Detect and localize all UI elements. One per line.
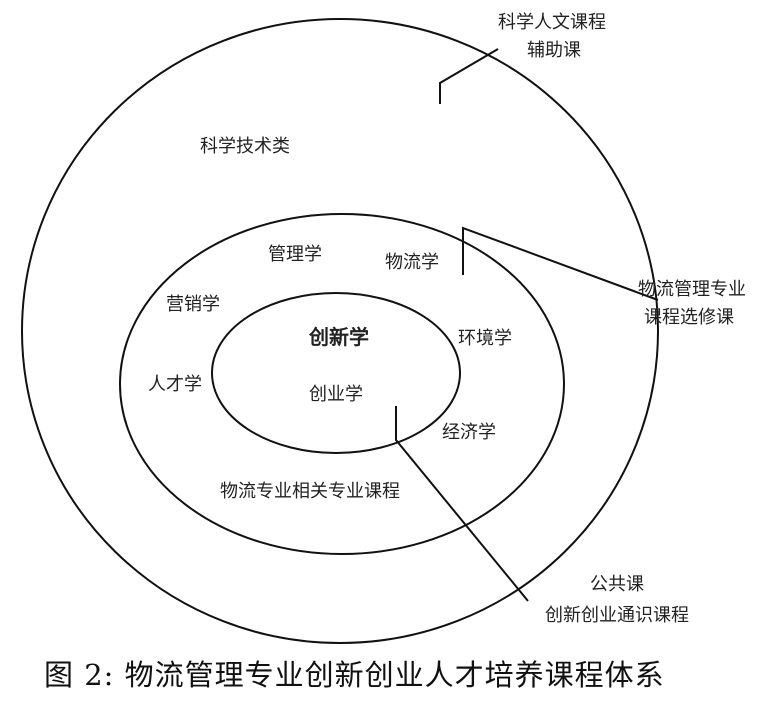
outer-ring (21, 18, 659, 644)
figure-caption: 图 2: 物流管理专业创新创业人才培养课程体系 (44, 658, 665, 692)
subject-management: 管理学 (268, 244, 322, 265)
subject-marketing: 营销学 (166, 294, 220, 315)
subject-talent: 人才学 (148, 374, 202, 395)
subject-environment: 环境学 (458, 328, 512, 349)
subject-logistics: 物流学 (385, 252, 439, 273)
middle-callout-line2: 课程选修课 (644, 307, 734, 328)
middle-ring (119, 213, 565, 555)
callout-line-outer (439, 48, 499, 104)
core-subject: 创业学 (309, 384, 363, 405)
callout-line-core (395, 406, 529, 602)
core-callout-line1: 公共课 (590, 574, 644, 595)
inner-ring (211, 292, 461, 454)
outer-callout-line2: 辅助课 (527, 40, 581, 61)
callout-line-middle (462, 226, 659, 301)
outer-callout-line1: 科学人文课程 (498, 12, 606, 33)
outer-ring-label: 科学技术类 (200, 136, 290, 157)
middle-ring-label: 物流专业相关专业课程 (220, 481, 400, 502)
core-title: 创新学 (309, 325, 369, 349)
core-callout-line2: 创新创业通识课程 (545, 605, 689, 626)
subject-economics: 经济学 (442, 422, 496, 443)
middle-callout-line1: 物流管理专业 (638, 279, 746, 300)
